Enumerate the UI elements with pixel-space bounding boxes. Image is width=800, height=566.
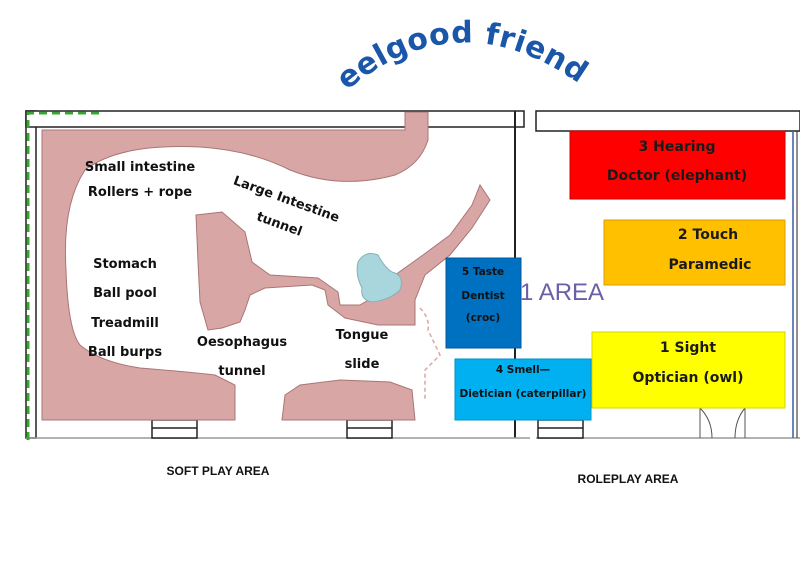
room-sight-title: 1 Sight (660, 340, 716, 356)
large-intestine-tunnel (195, 183, 491, 331)
room-taste-animal: (croc) (466, 312, 500, 324)
tongue-sub: slide (345, 357, 380, 372)
small-intestine-label: Small intestine (85, 160, 196, 175)
roleplay-area-label: ROLEPLAY AREA (578, 472, 679, 486)
small-intestine-items: Rollers + rope (88, 185, 192, 200)
digestive-tunnel-outer (41, 111, 429, 421)
room-hearing-role: Doctor (elephant) (607, 168, 747, 184)
tongue-slide-base (281, 379, 416, 421)
room-sight: 1 Sight Optician (owl) (591, 331, 786, 409)
room-taste-title: 5 Taste (462, 266, 504, 278)
room-touch-role: Paramedic (669, 257, 752, 273)
room-smell-title: 4 Smell— (496, 364, 550, 376)
pool-shape (356, 253, 402, 303)
room-smell: 4 Smell— Dietician (caterpillar) (454, 358, 592, 421)
room-smell-role: Dietician (caterpillar) (460, 388, 587, 400)
large-intestine-sub: tunnel (254, 210, 304, 240)
green-dashed-boundary (26, 111, 100, 440)
room-hearing: 3 Hearing Doctor (elephant) (569, 130, 786, 200)
doorways (151, 419, 584, 439)
room-touch: 2 Touch Paramedic (603, 219, 786, 286)
faded-area-label: 1 AREA (520, 279, 604, 306)
stomach-item-treadmill: Treadmill (91, 316, 159, 331)
room-sight-role: Optician (owl) (633, 370, 744, 386)
tongue-label: Tongue (336, 328, 389, 343)
oesophagus-sub: tunnel (218, 364, 265, 379)
soft-play-area-label: SOFT PLAY AREA (167, 464, 270, 478)
room-hearing-title: 3 Hearing (639, 139, 716, 155)
stomach-label: Stomach (93, 257, 157, 272)
stomach-item-ball-burps: Ball burps (88, 345, 162, 360)
diagram-title: feelgood friends (0, 0, 594, 97)
room-taste-role: Dentist (461, 290, 504, 302)
oesophagus-label: Oesophagus (197, 335, 287, 350)
stomach-item-ball-pool: Ball pool (93, 286, 157, 301)
room-touch-title: 2 Touch (678, 227, 738, 243)
room-taste: 5 Taste Dentist (croc) (445, 257, 522, 349)
dotted-path (419, 307, 441, 400)
